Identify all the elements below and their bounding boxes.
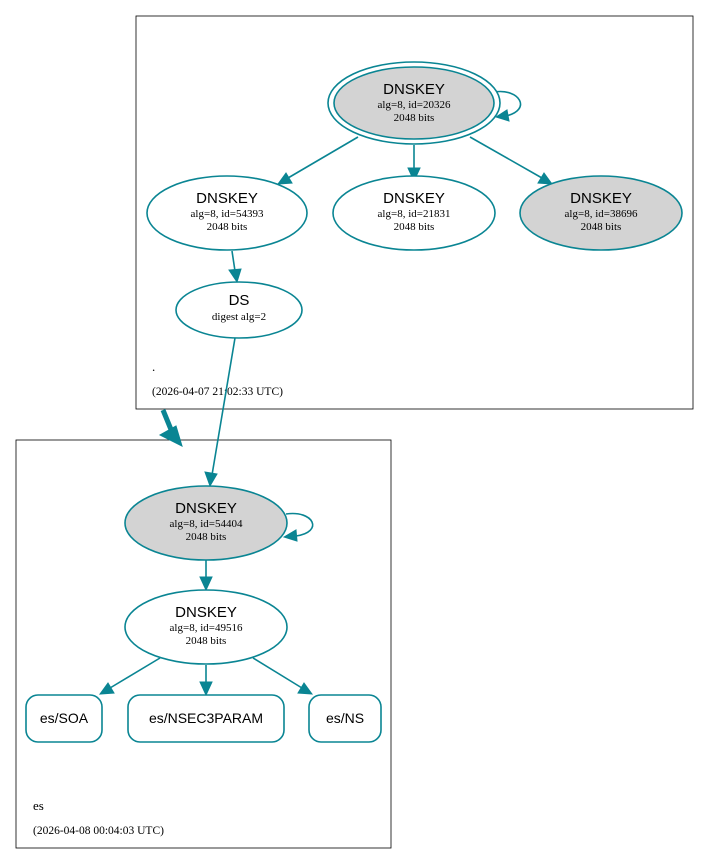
edge-54393-to-ds [231, 250, 236, 272]
node-bits: 2048 bits [186, 635, 227, 647]
node-bits: 2048 bits [207, 221, 248, 233]
arrowhead [407, 167, 421, 183]
arrowhead [204, 471, 218, 488]
edge-es-ksk-selfloop [285, 512, 314, 537]
node-root-ksk[interactable]: DNSKEY alg=8, id=20326 2048 bits [327, 61, 501, 145]
node-bits: 2048 bits [186, 531, 227, 543]
node-ellipse [519, 175, 683, 251]
edge-root-ksk-to-54393 [287, 136, 359, 179]
arrowhead [158, 425, 183, 447]
node-bits: 2048 bits [394, 221, 435, 233]
node-title: DNSKEY [175, 604, 237, 621]
node-params: alg=8, id=54393 [191, 208, 264, 220]
node-title: DNSKEY [175, 500, 237, 517]
node-params: alg=8, id=54404 [170, 518, 243, 530]
node-params: alg=8, id=21831 [378, 208, 451, 220]
root-zone-name: . [152, 359, 155, 374]
node-params: alg=8, id=20326 [378, 99, 451, 111]
node-rrset-ns[interactable]: es/NS [308, 694, 382, 743]
node-rect [308, 694, 382, 743]
node-title: DNSKEY [196, 190, 258, 207]
edge-zsk-to-ns [252, 657, 303, 689]
node-title: DNSKEY [383, 81, 445, 98]
node-ellipse [332, 175, 496, 251]
node-params: alg=8, id=49516 [170, 622, 243, 634]
node-dnskey-38696[interactable]: DNSKEY alg=8, id=38696 2048 bits [519, 175, 683, 251]
node-ellipse [146, 175, 308, 251]
node-es-ksk[interactable]: DNSKEY alg=8, id=54404 2048 bits [124, 485, 288, 561]
node-rect [127, 694, 285, 743]
root-zone-timestamp: (2026-04-07 21:02:33 UTC) [152, 386, 283, 398]
root-zone-box [135, 15, 694, 410]
node-bits: 2048 bits [394, 112, 435, 124]
arrowhead [282, 529, 298, 542]
edges [98, 90, 554, 697]
node-bits: 2048 bits [581, 221, 622, 233]
es-zone-name: es [33, 798, 44, 813]
edge-zsk-to-soa [109, 657, 161, 689]
edge-ds-to-es-ksk [211, 337, 236, 476]
node-ellipse [175, 281, 303, 339]
node-title: DS [229, 292, 250, 309]
node-ellipse [333, 66, 495, 140]
root-zone-cluster: . (2026-04-07 21:02:33 UTC) [135, 15, 694, 410]
es-zone-cluster: es (2026-04-08 00:04:03 UTC) [15, 439, 392, 849]
arrowhead [297, 682, 314, 695]
node-ds[interactable]: DS digest alg=2 [175, 281, 303, 339]
arrowhead [98, 682, 115, 695]
node-ellipse [124, 589, 288, 665]
arrowhead [228, 268, 242, 284]
node-rect [25, 694, 103, 743]
arrowhead [199, 576, 213, 592]
node-ellipse [124, 485, 288, 561]
arrowhead [537, 172, 554, 185]
es-zone-box [15, 439, 392, 849]
node-es-zsk[interactable]: DNSKEY alg=8, id=49516 2048 bits [124, 589, 288, 665]
arrowhead [276, 172, 293, 185]
edge-root-ksk-to-38696 [469, 136, 543, 179]
arrowhead [494, 109, 510, 122]
node-rrset-soa[interactable]: es/SOA [25, 694, 103, 743]
edge-delegation-root-to-es [160, 409, 175, 433]
node-title: DNSKEY [570, 190, 632, 207]
node-label: es/NS [326, 710, 364, 726]
es-zone-timestamp: (2026-04-08 00:04:03 UTC) [33, 825, 164, 837]
node-detail: digest alg=2 [212, 311, 266, 323]
node-label: es/SOA [40, 710, 89, 726]
arrowhead [199, 681, 213, 697]
edge-root-ksk-selfloop [493, 90, 522, 117]
node-params: alg=8, id=38696 [565, 208, 638, 220]
node-rrset-nsec3param[interactable]: es/NSEC3PARAM [127, 694, 285, 743]
node-title: DNSKEY [383, 190, 445, 207]
node-dnskey-54393[interactable]: DNSKEY alg=8, id=54393 2048 bits [146, 175, 308, 251]
node-dnskey-21831[interactable]: DNSKEY alg=8, id=21831 2048 bits [332, 175, 496, 251]
node-label: es/NSEC3PARAM [149, 710, 263, 726]
